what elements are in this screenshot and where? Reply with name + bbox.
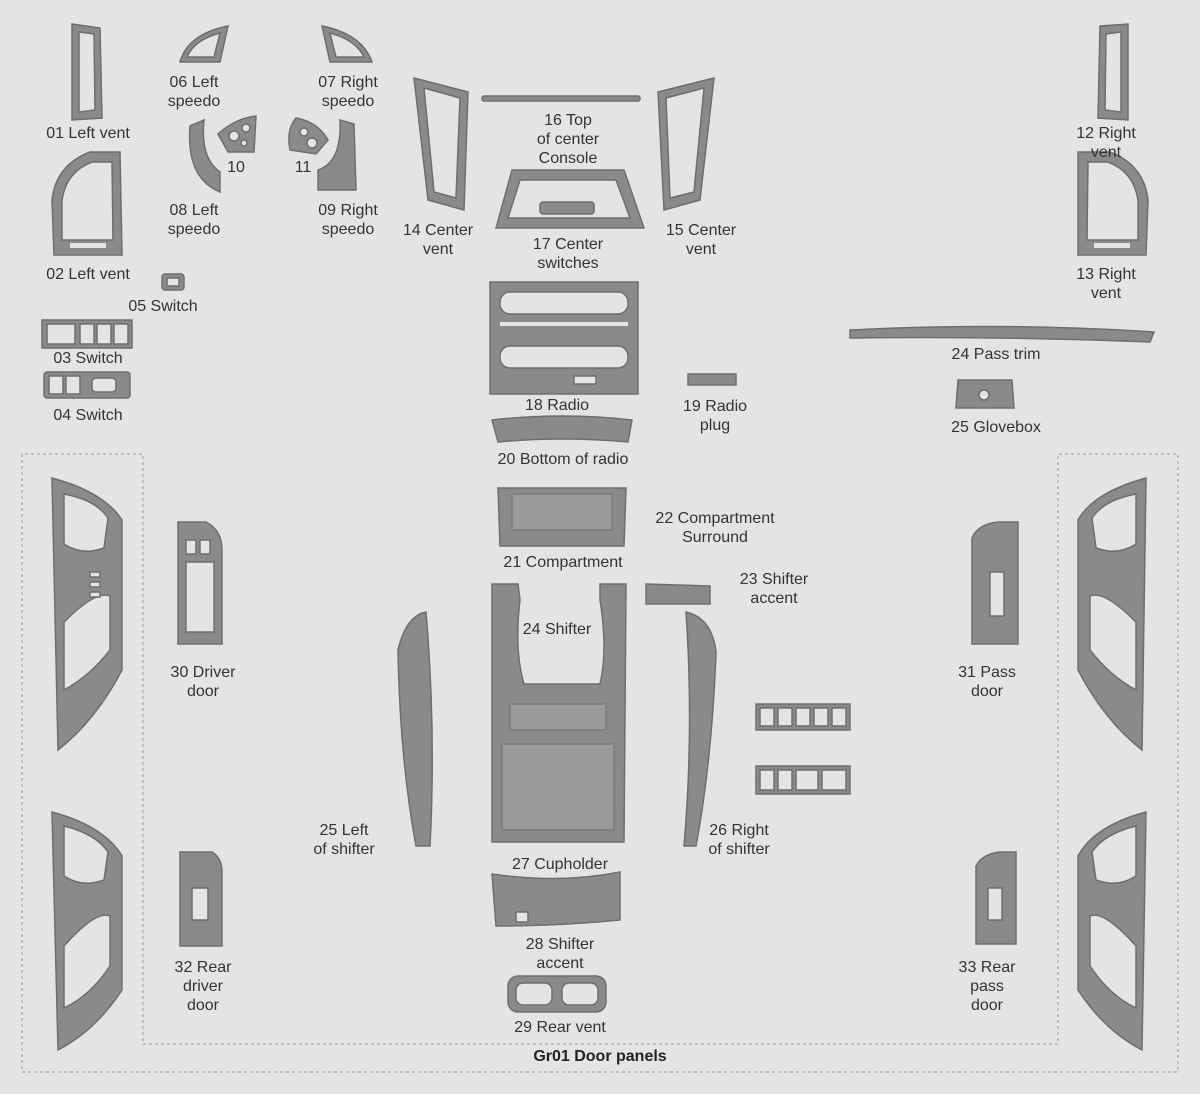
label-29-rear-vent: 29 Rear vent: [514, 1019, 606, 1036]
part-14-center-vent: [413, 76, 469, 211]
right-front-door-panel: [1077, 477, 1147, 752]
label-20-bottom-of-radio: 20 Bottom of radio: [497, 451, 629, 468]
part-17-center-switches: [495, 169, 646, 229]
part-31-pass-door: [971, 521, 1019, 645]
part-33-rear-pass-door: [975, 851, 1017, 945]
label-28-shifter-accent: 28 Shifter accent: [525, 936, 595, 972]
part-07-right-speedo: [321, 25, 374, 63]
label-18-radio: 18 Radio: [524, 397, 590, 414]
label-30-driver-door: 30 Driver door: [170, 664, 236, 700]
part-13-right-vent: [1077, 151, 1149, 256]
part-06-left-speedo: [179, 25, 229, 63]
label-05-switch: 05 Switch: [128, 298, 198, 315]
label-07-right-speedo: 07 Right speedo: [318, 74, 378, 110]
part-08-left-speedo: [188, 118, 221, 194]
part-21-compartment: [497, 487, 627, 547]
door-panels-group-title: Gr01 Door panels: [533, 1048, 667, 1065]
part-32-rear-driver-door: [179, 851, 223, 947]
door-panels-group-border: [21, 453, 1179, 1073]
switch-strip-five: [755, 703, 851, 731]
label-24-pass-trim: 24 Pass trim: [951, 346, 1041, 363]
label-23-shifter-accent: 23 Shifter accent: [739, 571, 809, 607]
part-20-bottom-of-radio: [491, 415, 633, 443]
label-33-rear-pass-door: 33 Rear pass door: [958, 959, 1016, 1014]
left-front-door-panel: [51, 477, 123, 752]
part-15-center-vent: [657, 77, 715, 211]
label-12-right-vent: 12 Right vent: [1076, 125, 1136, 161]
part-24-shifter: [491, 583, 627, 843]
label-11: 11: [294, 159, 312, 176]
label-03-switch: 03 Switch: [53, 350, 123, 367]
part-01-left-vent: [71, 23, 103, 121]
label-09-right-speedo: 09 Right speedo: [318, 202, 378, 238]
label-25-glovebox: 25 Glovebox: [951, 419, 1041, 436]
label-24-shifter: 24 Shifter: [522, 621, 592, 638]
part-25-left-of-shifter: [397, 611, 433, 847]
part-23-shifter-accent: [645, 583, 711, 605]
part-18-radio: [489, 281, 639, 395]
label-06-left-speedo: 06 Left speedo: [167, 74, 221, 110]
part-29-rear-vent: [507, 975, 607, 1013]
part-26-right-of-shifter: [683, 611, 717, 847]
label-25-left-of-shifter: 25 Left of shifter: [313, 822, 375, 858]
part-04-switch: [43, 371, 131, 399]
right-rear-door-panel: [1077, 811, 1147, 1052]
label-04-switch: 04 Switch: [53, 407, 123, 424]
label-22-compartment-surround: 22 Compartment Surround: [655, 510, 775, 546]
label-16-top-of-center-console: 16 Top of center Console: [536, 112, 600, 167]
part-03-switch: [41, 319, 133, 349]
part-24-pass-trim: [849, 325, 1156, 343]
part-09-right-speedo: [317, 118, 357, 191]
part-10-gauge-trim: [217, 115, 257, 153]
label-15-center-vent: 15 Center vent: [665, 222, 737, 258]
part-30-driver-door: [177, 521, 223, 645]
label-17-center-switches: 17 Center switches: [532, 236, 604, 272]
switch-strip-four: [755, 765, 851, 795]
part-28-shifter-accent: [491, 871, 621, 927]
label-27-cupholder: 27 Cupholder: [511, 856, 609, 873]
label-08-left-speedo: 08 Left speedo: [167, 202, 221, 238]
label-02-left-vent: 02 Left vent: [46, 266, 130, 283]
part-25-glovebox: [955, 379, 1015, 409]
part-19-radio-plug: [687, 373, 737, 386]
label-21-compartment: 21 Compartment: [503, 554, 623, 571]
part-11-gauge-trim: [288, 117, 329, 155]
part-12-right-vent: [1097, 23, 1129, 121]
label-14-center-vent: 14 Center vent: [402, 222, 474, 258]
left-rear-door-panel: [51, 811, 123, 1052]
part-05-switch: [161, 273, 185, 291]
part-02-left-vent: [51, 151, 123, 256]
label-19-radio-plug: 19 Radio plug: [682, 398, 748, 434]
label-10: 10: [227, 159, 245, 176]
label-31-pass-door: 31 Pass door: [958, 664, 1016, 700]
label-32-rear-driver-door: 32 Rear driver door: [174, 959, 232, 1014]
label-13-right-vent: 13 Right vent: [1076, 266, 1136, 302]
label-01-left-vent: 01 Left vent: [46, 125, 130, 142]
part-16-top-of-center-console: [481, 95, 641, 102]
label-26-right-of-shifter: 26 Right of shifter: [708, 822, 770, 858]
